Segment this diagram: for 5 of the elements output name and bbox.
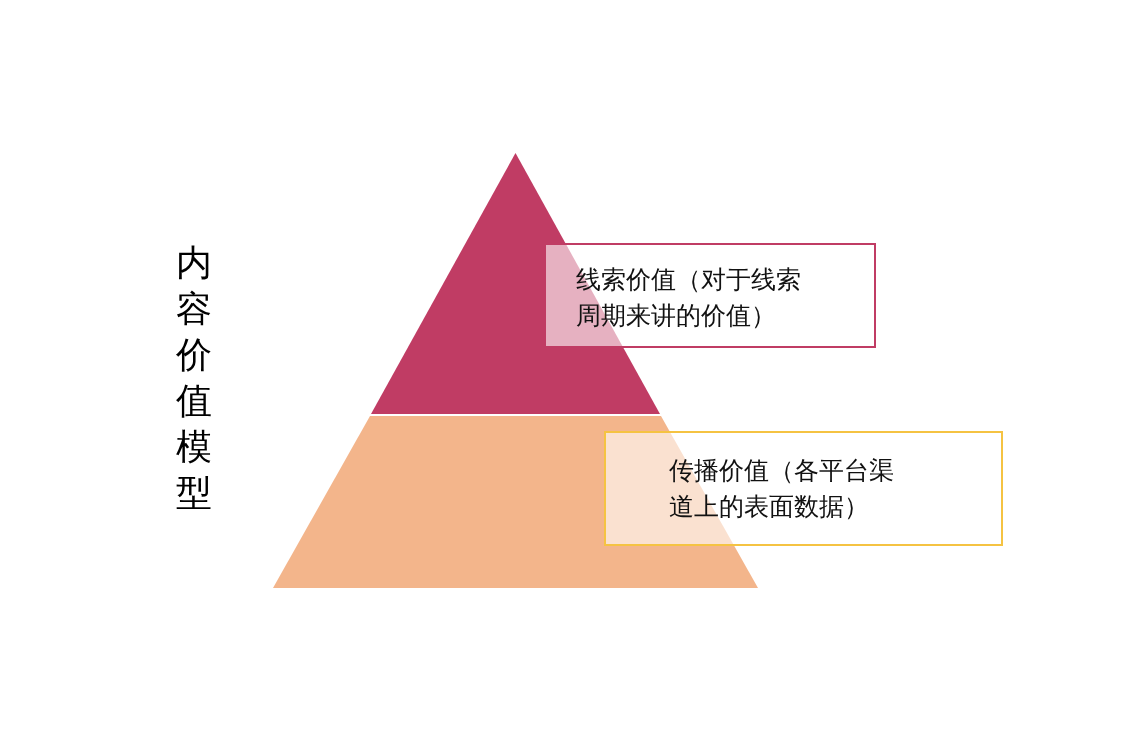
text-box [604, 431, 1003, 546]
text-box [544, 243, 876, 348]
vertical-title: 内容价值模型 [176, 241, 213, 515]
box-label: 传播价值（各平台渠道上的表面数据） [669, 455, 895, 523]
box-label: 线索价值（对于线索周期来讲的价值） [576, 264, 802, 332]
